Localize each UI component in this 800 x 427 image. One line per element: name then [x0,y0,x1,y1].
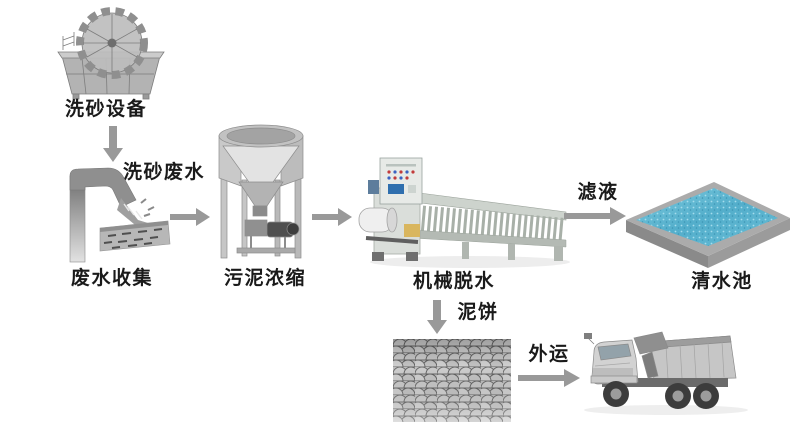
sludge-thickener-icon [218,124,304,259]
filter-press-icon [358,157,570,268]
sand-wastewater-label: 洗砂废水 [122,162,205,183]
sand-washer-label: 洗砂设备 [64,99,147,120]
arrow-right-icon [518,369,580,387]
arrow-right-icon [170,208,210,226]
arrow-right-icon [312,208,352,226]
sand-washer-icon [57,7,165,100]
mud-cake-label: 泥饼 [457,302,499,323]
dump-truck-icon [584,331,748,415]
clear-water-pool-label: 清水池 [691,271,753,292]
mud-cake-icon [393,339,511,422]
mechanical-dewatering-label: 机械脱水 [412,271,495,292]
arrow-down-icon [103,126,123,162]
arrow-right-icon [564,207,626,225]
wastewater-collection-label: 废水收集 [70,268,153,289]
outward-transport-label: 外运 [528,344,570,365]
clear-water-pool-icon [626,182,790,268]
arrow-down-icon [427,300,447,334]
wastewater-collection-icon [69,167,171,263]
sludge-thickening-label: 污泥浓缩 [223,268,306,289]
filtrate-label: 滤液 [577,182,619,203]
